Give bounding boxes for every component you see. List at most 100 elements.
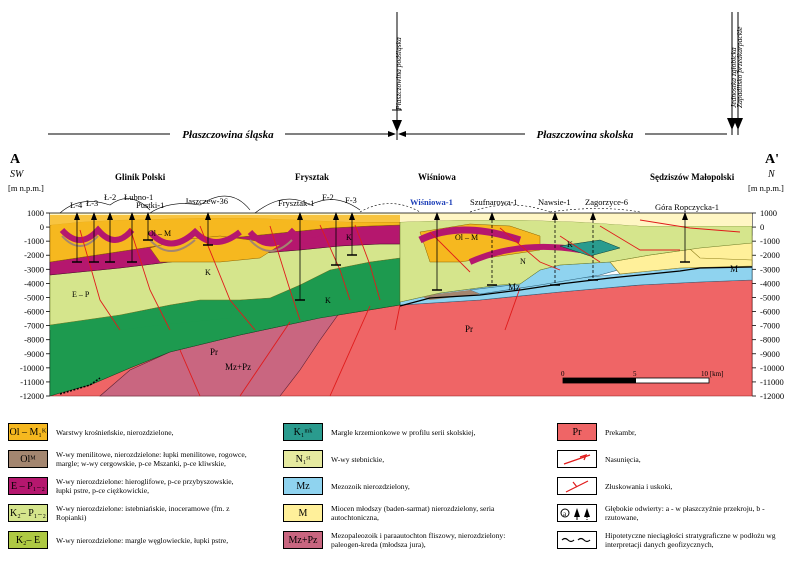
depth-tick-label: -11000 [760, 377, 784, 387]
depth-tick-label: -8000 [24, 335, 44, 345]
depth-tick-label: -6000 [24, 307, 44, 317]
region-glinik-polski: Glinik Polski [115, 172, 166, 182]
label-ol-m-left: Ol – M [148, 229, 171, 238]
well-icon [205, 212, 211, 220]
legend-item: Hipotetyczne nieciągłości stratygraficzn… [557, 531, 789, 549]
legend-item: N₁ˢᵗ W-wy stebnickie, [283, 450, 523, 468]
legend-swatch: E – P₁₋₂ [8, 477, 48, 495]
well-icon [349, 212, 355, 220]
depth-tick-label: 0 [760, 222, 764, 232]
region-frysztak: Frysztak [295, 172, 329, 182]
well-label: Szufnarowa-1 [470, 197, 518, 207]
well-icon [129, 212, 135, 220]
depth-tick-label: -6000 [760, 307, 780, 317]
depth-tick-label: -4000 [24, 278, 44, 288]
well-label: Nawsie-1 [538, 197, 571, 207]
legend-text: Warstwy krośnieńskie, nierozdzielone, [56, 427, 174, 437]
legend-swatch: Pr [557, 423, 597, 441]
well-icon [297, 212, 303, 220]
thrust-lines [79, 219, 741, 397]
well-icon [333, 212, 339, 220]
legend-swatch: N₁ˢᵗ [283, 450, 323, 468]
depth-tick-label: -10000 [20, 363, 44, 373]
well-icon [107, 212, 113, 220]
legend-text: Hipotetyczne nieciągłości stratygraficzn… [605, 531, 776, 549]
label-pr-right: Pr [465, 324, 473, 334]
depth-tick-label: -2000 [24, 250, 44, 260]
label-k-e: K [346, 233, 352, 242]
depth-tick-label: -4000 [760, 278, 780, 288]
depth-tick-label: 1000 [27, 208, 44, 218]
legend-text: W-wy nierozdzielone: margle węglowieckie… [56, 535, 229, 545]
label-m: M [730, 264, 738, 274]
cross-section-diagram: Płaszczowina podśląska Jednostka zgłobic… [8, 12, 784, 401]
svg-text:a: a [563, 510, 567, 518]
legend-text: Margle krzemionkowe w profilu serii skol… [331, 427, 476, 437]
well-icon [145, 212, 151, 220]
depth-tick-label: -1000 [24, 236, 44, 246]
label-pr: Pr [210, 347, 218, 357]
legend-swatch: K₁ᵐᵏ [283, 423, 323, 441]
depth-tick-label: 1000 [760, 208, 777, 218]
scale-bar: 0 5 10 [km] [561, 370, 723, 384]
legend-text: Miocen młodszy (baden-sarmat) nierozdzie… [331, 504, 495, 522]
well-label: Wiśniowa-1 [410, 197, 453, 207]
legend-text: W-wy nierozdzielone: istebniańskie, inoc… [56, 504, 230, 522]
legend-swatch: Olᴹ [8, 450, 48, 468]
wave-icon [557, 531, 597, 549]
depth-tick-label: -8000 [760, 335, 780, 345]
legend-item: Mz Mezozoik nierozdzielony, [283, 477, 523, 495]
legend-text: Mezozoik nierozdzielony, [331, 481, 410, 491]
label-e-p: E – P [72, 290, 90, 299]
legend-swatch: Ol – M₁ᴷ [8, 423, 48, 441]
well-label: Pustki-1 [136, 200, 164, 210]
thrust-marker-zglobicka: Jednostka zgłobicka Zapadlisko przedkarp… [727, 12, 744, 135]
depth-tick-label: -10000 [760, 363, 784, 373]
section-end-right: A' [765, 152, 779, 167]
unit-left: [m n.p.m.] [8, 183, 44, 193]
thrust-marker-podslaska: Płaszczowina podśląska [392, 12, 403, 140]
well-label: Ł-4 [70, 200, 83, 210]
label-k-sk: K [567, 240, 573, 249]
well-icon [434, 212, 440, 220]
well-label: Ł-2 [104, 192, 116, 202]
legend-item: Złuskowania i uskoki, [557, 477, 789, 495]
scale-five: 5 [633, 370, 637, 378]
region-sedziszow: Sędziszów Małopolski [650, 172, 735, 182]
legend-item: Ol – M₁ᴷ Warstwy krośnieńskie, nierozdzie… [8, 423, 248, 441]
depth-tick-label: -5000 [760, 292, 780, 302]
depth-tick-label: -11000 [20, 377, 44, 387]
scale-ten: 10 [km] [701, 370, 723, 378]
legend-swatch: Mz [283, 477, 323, 495]
label-mzpz: Mz+Pz [225, 362, 251, 372]
depth-tick-label: -5000 [24, 292, 44, 302]
depth-tick-label: -12000 [20, 391, 44, 401]
depth-tick-label: -9000 [24, 349, 44, 359]
depth-tick-label: -9000 [760, 349, 780, 359]
well-label: Ł-3 [86, 198, 98, 208]
unit-right: [m n.p.m.] [748, 183, 784, 193]
legend-item: E – P₁₋₂ W-wy nierozdzielone: hieroglifow… [8, 477, 248, 495]
thrust-top-label-2b: Zapadlisko przedkarpackie [735, 26, 744, 108]
label-ol-m-right: Ol – M [455, 233, 478, 242]
well-icon [590, 212, 596, 220]
thrust-icon [557, 450, 597, 468]
legend-text: W-wy nierozdzielone: hieroglifowe, p-ce … [56, 477, 234, 495]
thrust-top-label-2a: Jednostka zgłobicka [729, 47, 738, 108]
legend-text: W-wy stebnickie, [331, 454, 385, 464]
well-label: Jaszczew-36 [185, 196, 228, 206]
legend-swatch: K₂– P₁₋₂ [8, 504, 48, 522]
label-mz: Mz [508, 282, 520, 292]
well-icon: a [557, 504, 597, 522]
depth-tick-label: -2000 [760, 250, 780, 260]
thrust-top-label-1: Płaszczowina podśląska [394, 37, 403, 111]
well-label: Zagorzyce-6 [585, 197, 628, 207]
legend-text: Mezopaleozoik i paraautochton fliszowy, … [331, 531, 506, 549]
depth-tick-label: -1000 [760, 236, 780, 246]
well-label: Góra Ropczycka-1 [655, 202, 719, 212]
